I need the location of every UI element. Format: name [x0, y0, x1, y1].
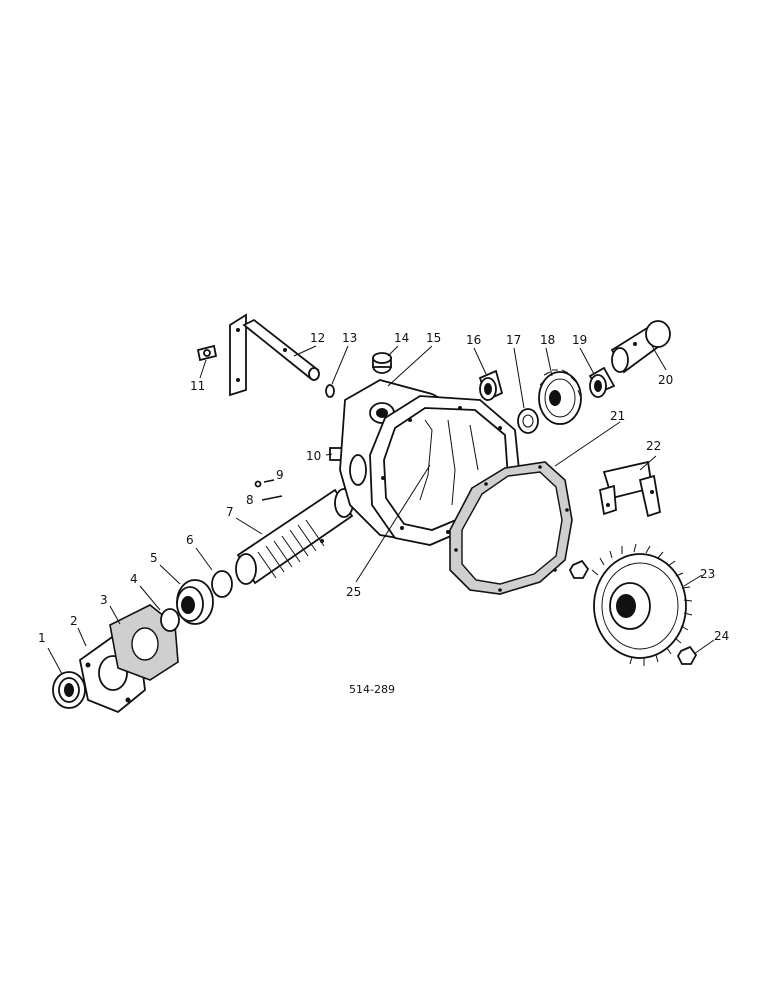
callout-1: 1	[38, 631, 46, 645]
callout-13: 13	[342, 331, 357, 345]
leader-lines	[47, 345, 715, 675]
part-20-stub-shaft	[610, 320, 671, 374]
part-21-gasket	[449, 461, 573, 595]
callout-7: 7	[226, 505, 234, 519]
callout-4: 4	[130, 572, 138, 586]
part-13-o-ring	[325, 384, 335, 398]
part-4-snap-ring	[160, 608, 180, 632]
callout-23: 23	[700, 567, 715, 581]
callout-6: 6	[186, 533, 194, 547]
part-8-pin	[261, 495, 283, 501]
part-12-lever-shaft	[229, 313, 320, 397]
callout-17: 17	[506, 333, 521, 347]
callout-21: 21	[610, 409, 625, 423]
figure-code: 514-289	[349, 683, 395, 696]
callout-8: 8	[246, 493, 254, 507]
part-5-bearing	[176, 579, 214, 625]
callout-11: 11	[190, 379, 205, 393]
callout-5: 5	[150, 551, 158, 565]
callout-15: 15	[426, 331, 441, 345]
callout-22: 22	[646, 439, 661, 453]
callout-18: 18	[540, 333, 555, 347]
part-18-gear	[538, 369, 582, 425]
part-11-wing-bolt	[196, 344, 218, 362]
part-22-shift-fork	[598, 460, 662, 518]
callout-19: 19	[572, 333, 587, 347]
callout-10: 10	[306, 449, 321, 463]
callout-9: 9	[276, 468, 284, 482]
part-23-gear	[591, 543, 693, 666]
part-24-nut	[568, 559, 698, 665]
callout-16: 16	[466, 333, 481, 347]
part-14-plug	[372, 352, 392, 374]
callout-25: 25	[346, 585, 361, 599]
part-17-ring	[517, 408, 539, 434]
callout-20: 20	[658, 373, 673, 387]
part-6-ring	[211, 570, 233, 598]
callout-3: 3	[100, 593, 108, 607]
part-16-bearing	[478, 369, 504, 402]
part-19-bearing	[588, 366, 616, 398]
callout-12: 12	[310, 331, 325, 345]
part-1-seal	[52, 671, 86, 709]
callout-24: 24	[714, 629, 729, 643]
callout-labels: 1 2 3 4 5 6 7 8 9 10 11 12 13 14 15 16 1…	[38, 331, 729, 645]
callout-14: 14	[394, 331, 409, 345]
part-9-clip	[254, 479, 275, 488]
callout-2: 2	[70, 614, 78, 628]
